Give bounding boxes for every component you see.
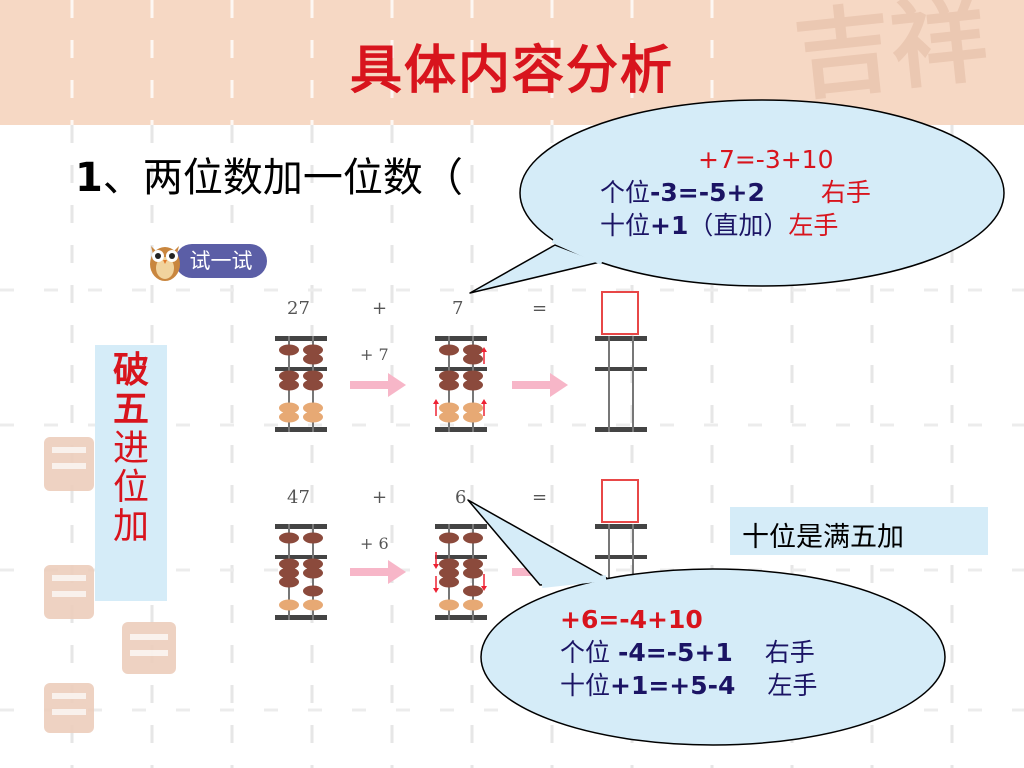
row2-equals: = bbox=[532, 487, 548, 508]
bubble1-ones-formula: -3=-5+2 bbox=[650, 178, 765, 207]
abacus-result-1 bbox=[595, 336, 647, 432]
bubble2-line1: +6=-4+10 bbox=[560, 605, 703, 634]
try-it-badge: 试一试 bbox=[145, 236, 267, 282]
row1-addend-a: 27 bbox=[287, 298, 310, 319]
bubble2-ones-label: 个位 bbox=[560, 638, 618, 667]
section-heading: 1、两位数加一位数（ bbox=[75, 145, 463, 203]
row2-step-label: + 6 bbox=[360, 534, 389, 553]
side-char: 进 bbox=[112, 428, 149, 469]
try-it-label: 试一试 bbox=[175, 244, 267, 278]
side-char: 破 bbox=[112, 349, 149, 391]
abacus-plus-6 bbox=[433, 524, 487, 620]
bubble2-ones-formula: -4=-5+1 bbox=[617, 638, 733, 667]
bubble2-tens-formula: +1=+5-4 bbox=[610, 671, 736, 700]
side-char: 加 bbox=[112, 506, 149, 547]
page-title: 具体内容分析 bbox=[349, 41, 674, 101]
bubble1-text: +7=-3+10 个位-3=-5+2 右手 十位+1（直加）左手 bbox=[600, 143, 871, 242]
bubble2-tens-label: 十位 bbox=[560, 671, 611, 700]
side-char: 五 bbox=[112, 388, 149, 430]
bubble2-text: +6=-4+10 个位 -4=-5+1 右手 十位+1=+5-4 左手 bbox=[560, 603, 817, 702]
row1-plus: + bbox=[372, 298, 388, 319]
row1-step-label: + 7 bbox=[360, 345, 389, 364]
bubble1-left-hand: 左手 bbox=[788, 211, 839, 240]
side-panel-break-five-carry: 破 五 进 位 加 bbox=[95, 345, 167, 601]
bubble1-line1: +7=-3+10 bbox=[698, 145, 834, 174]
bubble1-direct-add: （直加） bbox=[688, 211, 789, 240]
abacus-47 bbox=[275, 524, 327, 620]
row2-addend-a: 47 bbox=[287, 487, 310, 508]
row2-addend-b: 6 bbox=[455, 487, 467, 508]
row1-answer-box[interactable] bbox=[601, 291, 639, 335]
header-band bbox=[0, 0, 1024, 125]
section-number: 1 bbox=[75, 155, 103, 201]
bubble1-tens-label: 十位 bbox=[600, 211, 651, 240]
note-tens-five-add: 十位是满五加 bbox=[730, 507, 988, 555]
callout-bubble-2 bbox=[467, 499, 946, 746]
row1-addend-b: 7 bbox=[452, 298, 464, 319]
watermark-seal-small bbox=[122, 622, 176, 674]
watermark-seals-left bbox=[44, 437, 94, 733]
abacus-27 bbox=[275, 336, 327, 432]
row1-equals: = bbox=[532, 298, 548, 319]
callout-bubble-1 bbox=[469, 99, 1005, 294]
side-char: 位 bbox=[112, 467, 149, 508]
abacus-plus-7 bbox=[433, 336, 487, 432]
section-heading-text: 、两位数加一位数（ bbox=[102, 155, 463, 201]
bubble1-tens-formula: +1 bbox=[650, 211, 689, 240]
owl-icon bbox=[150, 246, 180, 281]
row2-plus: + bbox=[372, 487, 388, 508]
row2-answer-box[interactable] bbox=[601, 479, 639, 523]
bubble2-left-hand: 左手 bbox=[767, 671, 818, 700]
bubble1-right-hand: 右手 bbox=[820, 178, 871, 207]
bubble2-right-hand: 右手 bbox=[764, 638, 815, 667]
bubble1-ones-label: 个位 bbox=[600, 178, 651, 207]
